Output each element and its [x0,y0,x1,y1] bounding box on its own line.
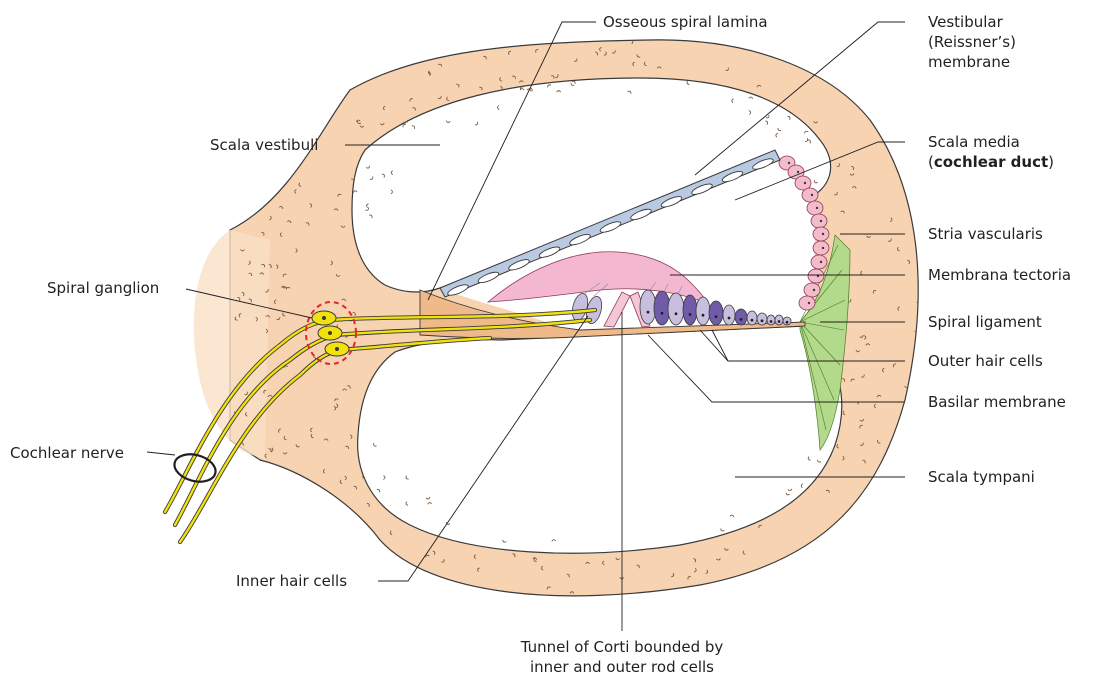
modiolus-region [194,230,270,460]
stria-cell-nucleus [813,289,815,291]
hair-cell-nucleus [715,315,718,318]
label-tunnel-line2: inner and outer rod cells [492,657,752,677]
label-spiral-ganglion: Spiral ganglion [47,278,159,298]
stria-cell [807,201,823,215]
label-scala-vestibuli: Scala vestibuli [210,135,318,155]
stria-cell [804,283,820,297]
outer-hair-cell [747,311,757,325]
stria-cell-nucleus [822,233,824,235]
label-inner-hair-cells: Inner hair cells [236,571,347,591]
stria-cell [813,241,829,255]
outer-hair-cell [709,301,723,325]
hair-cell-nucleus [740,318,743,321]
outer-hair-cell [683,295,697,325]
hair-cell-nucleus [761,319,764,322]
label-vestibular-line3: membrane [928,52,1016,72]
hair-cell-nucleus [675,312,678,315]
label-tunnel-line1: Tunnel of Corti bounded by [492,637,752,657]
stria-cell-nucleus [788,162,790,164]
label-cochlear-nerve: Cochlear nerve [10,443,124,463]
hair-cell-nucleus [661,312,664,315]
stria-cell-nucleus [820,261,822,263]
hair-cell-nucleus [689,313,692,316]
hair-cell-nucleus [647,311,650,314]
stria-cell [808,269,824,283]
label-spiral-ligament: Spiral ligament [928,312,1042,332]
label-osseous-spiral-lamina: Osseous spiral lamina [603,12,768,32]
bone-pore [259,203,261,207]
outer-hair-cell [735,309,747,325]
bone-pore [242,455,246,458]
stria-cell [811,214,827,228]
paren-close: ) [1048,153,1054,171]
stria-cell-nucleus [797,171,799,173]
stria-cell-nucleus [820,220,822,222]
label-vestibular-line2: (Reissner’s) [928,32,1016,52]
bone-pore [531,43,535,45]
hair-cell-nucleus [770,320,773,323]
bone-pore [206,229,209,233]
outer-hair-cell [757,313,767,325]
outer-hair-cell [723,305,735,325]
hair-cell-nucleus [751,319,754,322]
hair-cell-nucleus [778,320,781,323]
bone-pore [205,418,207,422]
hair-cell-nucleus [702,314,705,317]
label-membrana-tectoria: Membrana tectoria [928,265,1071,285]
stria-cell-nucleus [822,247,824,249]
bone-pore [229,222,233,224]
stria-cell [802,188,818,202]
stria-cell-nucleus [816,207,818,209]
label-scala-media-line1: Scala media [928,132,1054,152]
stria-cell-nucleus [804,182,806,184]
outer-hair-cell [654,291,670,325]
label-vestibular-membrane: Vestibular (Reissner’s) membrane [928,12,1016,72]
bone-pore [221,447,223,451]
label-scala-tympani: Scala tympani [928,467,1035,487]
label-vestibular-line1: Vestibular [928,12,1016,32]
bone-pore [232,469,236,471]
label-basilar-membrane: Basilar membrane [928,392,1066,412]
hair-cell-nucleus [786,321,789,324]
label-scala-media-line2: (cochlear duct) [928,152,1054,172]
stria-cell [811,255,827,269]
outer-hair-cell [668,293,684,325]
outer-hair-cell [775,315,783,325]
outer-hair-cell [640,290,656,324]
stria-cell-nucleus [811,194,813,196]
stria-cell-nucleus [808,302,810,304]
hair-cell-nucleus [728,317,731,320]
label-cochlear-duct: cochlear duct [934,153,1048,171]
bone-pore [511,43,515,46]
label-stria-vascularis: Stria vascularis [928,224,1043,244]
outer-hair-cell [767,315,775,325]
stria-cell [799,296,815,310]
outer-hair-cell [696,297,710,325]
stria-cell [813,227,829,241]
label-tunnel-of-corti: Tunnel of Corti bounded by inner and out… [492,637,752,677]
label-scala-media: Scala media (cochlear duct) [928,132,1054,172]
label-outer-hair-cells: Outer hair cells [928,351,1043,371]
